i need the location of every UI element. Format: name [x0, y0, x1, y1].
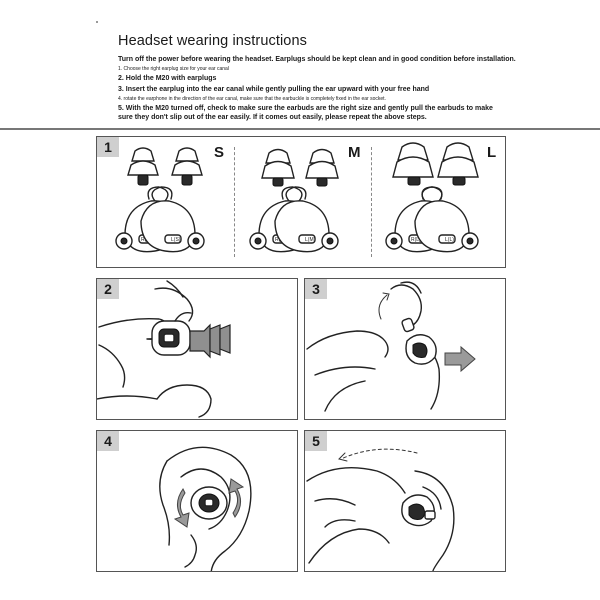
earbud-icon — [405, 334, 437, 365]
step-2-text: 2. Hold the M20 with earplugs — [118, 75, 217, 82]
size-label-l: L — [487, 144, 497, 161]
size-label-s: S — [214, 144, 225, 161]
panel-5-check-fit: 5 — [304, 430, 506, 572]
header-divider — [0, 128, 600, 130]
large-eartip-icon — [392, 142, 479, 186]
step-1-text: 1. Choose the right earplug size for you… — [118, 66, 229, 72]
step-number-5: 5 — [305, 431, 327, 451]
step-number-4: 4 — [97, 431, 119, 451]
step-number-1: 1 — [97, 137, 119, 157]
step-number-3: 3 — [305, 279, 327, 299]
panel-1-earplug-sizes: 1 S M L — [96, 136, 506, 268]
step-4-text: 4. rotate the earphone in the direction … — [118, 96, 386, 102]
size-label-m: M — [348, 144, 361, 161]
small-eartip-icon — [127, 147, 203, 186]
size-divider-2 — [371, 147, 372, 257]
step-3-text: 3. Insert the earplug into the ear canal… — [118, 86, 430, 93]
svg-text:L(L): L(L) — [445, 237, 454, 243]
medium-eartip-icon — [261, 148, 339, 187]
insert-earbud-illustration — [306, 281, 476, 412]
rotate-arrow-left-icon — [173, 488, 190, 528]
rotate-arrow-right-icon — [228, 478, 245, 518]
svg-text:L(M): L(M) — [305, 237, 316, 243]
panel-2-hold-earbud: 2 — [96, 278, 298, 420]
pull-arrow-icon — [338, 448, 418, 462]
earbud-row: R(S) L(S) R(M) — [115, 186, 479, 253]
scan-speck — [96, 21, 98, 23]
ear-rotate-illustration — [159, 446, 252, 571]
svg-text:L(S): L(S) — [171, 237, 181, 243]
step-5-text: 5. With the M20 turned off, check to mak… — [118, 105, 493, 121]
check-fit-illustration — [306, 448, 455, 571]
page-title: Headset wearing instructions — [118, 33, 307, 49]
svg-text:R(L): R(L) — [411, 237, 421, 243]
size-divider-1 — [234, 147, 235, 257]
earplug-size-illustration: R(S) L(S) R(M) — [115, 142, 479, 253]
earbud-icon — [401, 494, 436, 527]
earbud-icon — [151, 311, 192, 356]
right-arrow-icon — [444, 345, 476, 373]
panel-4-rotate-earbud: 4 — [96, 430, 298, 572]
up-arrow-icon — [378, 292, 390, 320]
hand-holding-earbud-illustration — [97, 280, 231, 418]
intro-text: Turn off the power before wearing the he… — [118, 56, 516, 63]
step-number-2: 2 — [97, 279, 119, 299]
panel-3-insert-earplug: 3 — [304, 278, 506, 420]
earbud-icon — [190, 486, 228, 520]
eartip-icon — [189, 323, 231, 359]
